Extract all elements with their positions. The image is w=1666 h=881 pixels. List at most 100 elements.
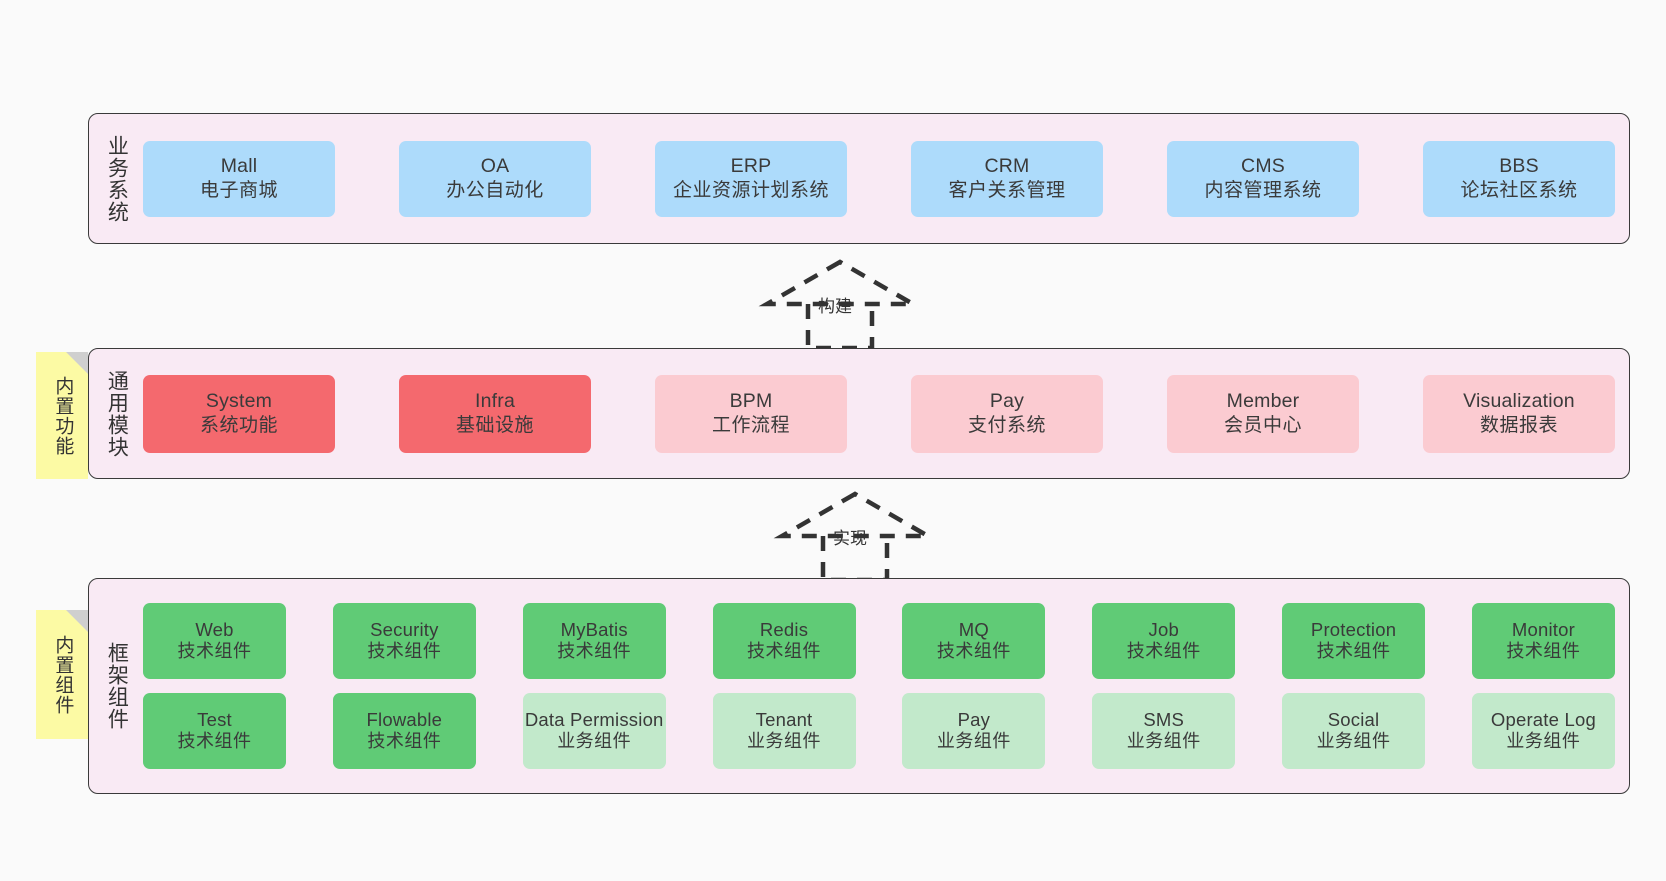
layer-common-modules: 通用模块 System 系统功能 Infra 基础设施 BPM 工作流程 Pay… bbox=[88, 348, 1630, 479]
framework-item-redis-cn: 技术组件 bbox=[747, 641, 822, 662]
framework-item-tenant[interactable]: Tenant 业务组件 bbox=[712, 693, 856, 769]
business-item-mall-cn: 电子商城 bbox=[199, 179, 278, 201]
framework-item-test-en: Test bbox=[197, 708, 232, 730]
built-in-features-note: 内置功能 bbox=[36, 352, 88, 479]
framework-item-pay-en: Pay bbox=[957, 708, 991, 730]
business-item-cms[interactable]: CMS 内容管理系统 bbox=[1167, 140, 1359, 217]
arrow-implement-shape bbox=[773, 491, 937, 583]
common-item-member-cn: 会员中心 bbox=[1223, 414, 1302, 436]
framework-item-protection[interactable]: Protection 技术组件 bbox=[1282, 603, 1426, 679]
common-item-bpm-en: BPM bbox=[729, 390, 773, 413]
framework-item-monitor-cn: 技术组件 bbox=[1506, 641, 1581, 662]
framework-item-pay[interactable]: Pay 业务组件 bbox=[902, 693, 1046, 769]
common-item-system[interactable]: System 系统功能 bbox=[143, 374, 335, 453]
framework-item-social-en: Social bbox=[1327, 708, 1380, 730]
framework-item-mybatis-cn: 技术组件 bbox=[557, 641, 632, 662]
common-item-system-en: System bbox=[205, 390, 273, 413]
framework-item-data-permission-cn: 业务组件 bbox=[557, 731, 632, 752]
arrow-implement-label: 实现 bbox=[833, 529, 867, 548]
framework-item-sms-cn: 业务组件 bbox=[1126, 731, 1201, 752]
framework-item-protection-cn: 技术组件 bbox=[1316, 641, 1391, 662]
common-item-pay[interactable]: Pay 支付系统 bbox=[911, 374, 1103, 453]
framework-item-test-cn: 技术组件 bbox=[177, 731, 252, 752]
framework-item-mq-cn: 技术组件 bbox=[936, 641, 1011, 662]
framework-item-flowable-cn: 技术组件 bbox=[367, 731, 442, 752]
layer-business-systems-label: 业务系统 bbox=[105, 134, 129, 223]
common-item-infra-cn: 基础设施 bbox=[455, 414, 534, 436]
business-item-crm-cn: 客户关系管理 bbox=[948, 179, 1066, 201]
framework-item-flowable-en: Flowable bbox=[366, 708, 443, 730]
framework-item-job-en: Job bbox=[1148, 618, 1179, 640]
business-item-erp-en: ERP bbox=[730, 155, 772, 178]
framework-item-security-cn: 技术组件 bbox=[367, 641, 442, 662]
framework-item-operate-log[interactable]: Operate Log 业务组件 bbox=[1471, 693, 1615, 769]
layer-framework-components: 框架组件 Web 技术组件 Security 技术组件 MyBatis 技术组件… bbox=[88, 578, 1630, 794]
built-in-components-note-label: 内置组件 bbox=[52, 634, 74, 715]
framework-item-pay-cn: 业务组件 bbox=[936, 731, 1011, 752]
framework-item-monitor[interactable]: Monitor 技术组件 bbox=[1471, 603, 1615, 679]
layer-framework-components-label: 框架组件 bbox=[105, 642, 129, 730]
common-item-pay-cn: 支付系统 bbox=[967, 414, 1046, 436]
framework-item-data-permission-en: Data Permission bbox=[524, 708, 664, 730]
framework-item-social-cn: 业务组件 bbox=[1316, 731, 1391, 752]
business-item-cms-cn: 内容管理系统 bbox=[1204, 179, 1322, 201]
common-item-member-en: Member bbox=[1226, 390, 1300, 413]
business-item-erp-cn: 企业资源计划系统 bbox=[672, 179, 829, 201]
framework-item-web-cn: 技术组件 bbox=[177, 641, 252, 662]
built-in-components-note: 内置组件 bbox=[36, 610, 88, 739]
framework-item-redis-en: Redis bbox=[759, 618, 809, 640]
framework-item-tenant-en: Tenant bbox=[755, 708, 813, 730]
framework-item-monitor-en: Monitor bbox=[1511, 618, 1575, 640]
built-in-features-note-label: 内置功能 bbox=[52, 375, 74, 456]
common-item-system-cn: 系统功能 bbox=[199, 414, 278, 436]
framework-row-tech: Web 技术组件 Security 技术组件 MyBatis 技术组件 Redi… bbox=[143, 603, 1615, 679]
common-item-bpm-cn: 工作流程 bbox=[711, 414, 790, 436]
arrow-build: 构建 bbox=[755, 258, 925, 351]
framework-item-operate-log-cn: 业务组件 bbox=[1506, 731, 1581, 752]
business-item-oa-cn: 办公自动化 bbox=[446, 179, 544, 201]
framework-item-mq-en: MQ bbox=[958, 618, 989, 640]
common-item-bpm[interactable]: BPM 工作流程 bbox=[655, 374, 847, 453]
business-item-cms-en: CMS bbox=[1241, 155, 1285, 178]
framework-item-job[interactable]: Job 技术组件 bbox=[1092, 603, 1236, 679]
layer-business-systems-items: Mall 电子商城 OA 办公自动化 ERP 企业资源计划系统 CRM 客户关系… bbox=[143, 114, 1629, 243]
framework-item-sms[interactable]: SMS 业务组件 bbox=[1092, 693, 1236, 769]
framework-item-mq[interactable]: MQ 技术组件 bbox=[902, 603, 1046, 679]
business-item-crm[interactable]: CRM 客户关系管理 bbox=[911, 140, 1103, 217]
framework-row-biz: Test 技术组件 Flowable 技术组件 Data Permission … bbox=[143, 693, 1615, 769]
arrow-build-shape bbox=[758, 259, 922, 351]
framework-item-data-permission[interactable]: Data Permission 业务组件 bbox=[522, 693, 666, 769]
framework-item-job-cn: 技术组件 bbox=[1126, 641, 1201, 662]
layer-common-modules-items: System 系统功能 Infra 基础设施 BPM 工作流程 Pay 支付系统… bbox=[143, 349, 1629, 478]
common-item-member[interactable]: Member 会员中心 bbox=[1167, 374, 1359, 453]
business-item-mall-en: Mall bbox=[220, 155, 258, 178]
business-item-bbs[interactable]: BBS 论坛社区系统 bbox=[1423, 140, 1615, 217]
common-item-visualization[interactable]: Visualization 数据报表 bbox=[1423, 374, 1615, 453]
framework-item-mybatis-en: MyBatis bbox=[560, 618, 628, 640]
framework-item-security[interactable]: Security 技术组件 bbox=[332, 603, 476, 679]
business-item-bbs-cn: 论坛社区系统 bbox=[1460, 179, 1578, 201]
framework-item-protection-en: Protection bbox=[1310, 618, 1397, 640]
common-item-visualization-cn: 数据报表 bbox=[1479, 414, 1558, 436]
layer-common-modules-label: 通用模块 bbox=[105, 369, 129, 458]
business-item-oa[interactable]: OA 办公自动化 bbox=[399, 140, 591, 217]
common-item-visualization-en: Visualization bbox=[1463, 390, 1575, 413]
framework-item-tenant-cn: 业务组件 bbox=[747, 731, 822, 752]
framework-item-flowable[interactable]: Flowable 技术组件 bbox=[332, 693, 476, 769]
framework-item-test[interactable]: Test 技术组件 bbox=[143, 693, 286, 769]
business-item-oa-en: OA bbox=[480, 155, 510, 178]
framework-item-sms-en: SMS bbox=[1143, 708, 1185, 730]
business-item-crm-en: CRM bbox=[984, 155, 1030, 178]
framework-item-web[interactable]: Web 技术组件 bbox=[143, 603, 286, 679]
framework-item-mybatis[interactable]: MyBatis 技术组件 bbox=[522, 603, 666, 679]
business-item-erp[interactable]: ERP 企业资源计划系统 bbox=[655, 140, 847, 217]
business-item-mall[interactable]: Mall 电子商城 bbox=[143, 140, 335, 217]
common-item-infra-en: Infra bbox=[474, 390, 516, 413]
framework-item-security-en: Security bbox=[370, 618, 439, 640]
framework-item-redis[interactable]: Redis 技术组件 bbox=[712, 603, 856, 679]
arrow-build-label: 构建 bbox=[818, 297, 852, 316]
common-item-pay-en: Pay bbox=[989, 390, 1025, 413]
framework-item-social[interactable]: Social 业务组件 bbox=[1282, 693, 1426, 769]
common-item-infra[interactable]: Infra 基础设施 bbox=[399, 374, 591, 453]
